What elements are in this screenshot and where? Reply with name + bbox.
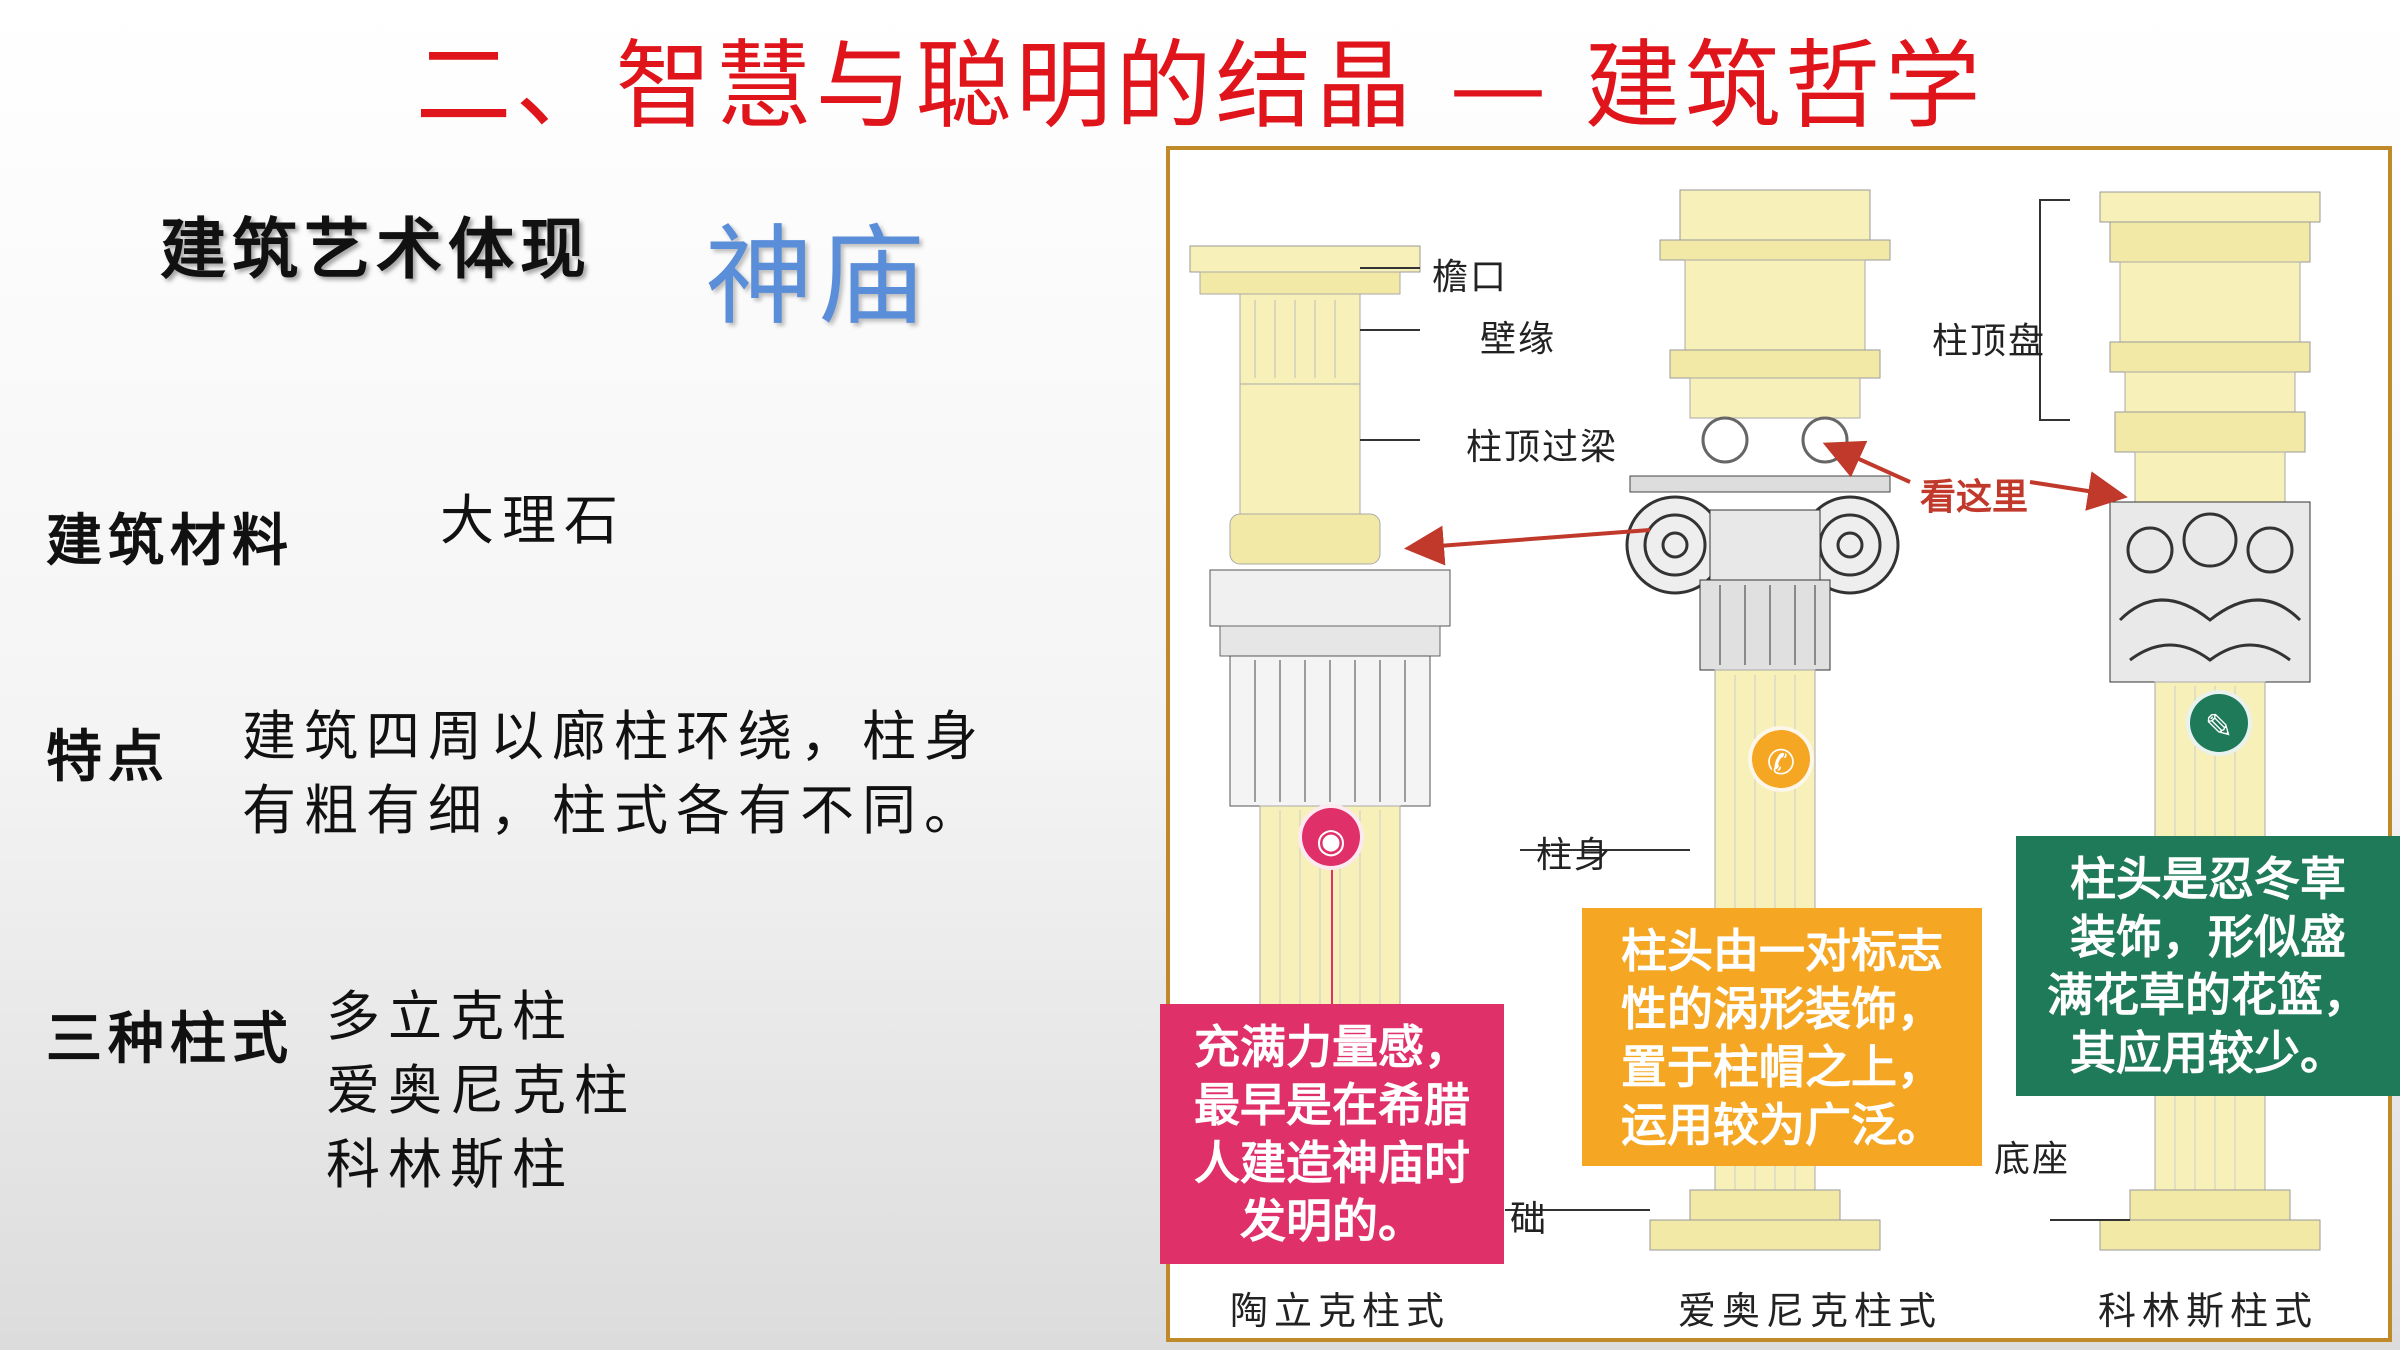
caption-corinthian: 科林斯柱式 (2098, 1289, 2319, 1333)
callout-line: 满花草的花篮， (2047, 968, 2369, 1022)
callout-line: 其应用较少。 (2070, 1026, 2346, 1080)
callout-line: 柱头是忍冬草 (2070, 852, 2346, 906)
callout-line: 充满力量感， (1194, 1020, 1470, 1074)
tag-entablature: 柱顶盘 (1932, 321, 2047, 362)
eye-icon[interactable]: ◉ (1298, 804, 1364, 870)
ionic-callout: 柱头由一对标志 性的涡形装饰， 置于柱帽之上， 运用较为广泛。 (1582, 908, 1982, 1166)
megaphone-icon[interactable]: ✆ (1748, 726, 1814, 792)
tag-foundation: 础 (1510, 1199, 1549, 1240)
temple-word: 神庙 (705, 215, 930, 340)
tag-cornice: 檐口 (1432, 257, 1509, 298)
material-value: 大理石 (440, 489, 626, 552)
order-item: 多立克柱 (326, 985, 574, 1048)
callout-line: 装饰，形似盛 (2070, 910, 2346, 964)
callout-line: 人建造神庙时 (1194, 1136, 1470, 1190)
corinthian-callout: 柱头是忍冬草 装饰，形似盛 满花草的花篮， 其应用较少。 (2016, 836, 2400, 1096)
paperclip-icon[interactable]: ✎ (2186, 690, 2252, 756)
orders-value: 多立克柱 爱奥尼克柱 科林斯柱 (326, 980, 636, 1202)
doric-callout: 充满力量感， 最早是在希腊 人建造神庙时 发明的。 (1160, 1004, 1504, 1264)
callout-line: 性的涡形装饰， (1621, 982, 1943, 1036)
material-label: 建筑材料 (46, 508, 294, 574)
feature-line: 建筑四周以廊柱环绕，柱身 (242, 705, 986, 768)
callout-line: 柱头由一对标志 (1621, 924, 1943, 978)
tag-shaft: 柱身 (1536, 835, 1613, 876)
feature-value: 建筑四周以廊柱环绕，柱身 有粗有细，柱式各有不同。 (242, 700, 986, 848)
callout-line: 最早是在希腊 (1194, 1078, 1470, 1132)
callout-line: 运用较为广泛。 (1621, 1098, 1943, 1152)
feature-label: 特点 (46, 724, 170, 790)
caption-ionic: 爱奥尼克柱式 (1678, 1289, 1943, 1333)
order-item: 科林斯柱 (326, 1133, 574, 1196)
tag-architrave: 柱顶过梁 (1466, 427, 1619, 468)
callout-line: 置于柱帽之上， (1621, 1040, 1943, 1094)
feature-line: 有粗有细，柱式各有不同。 (242, 779, 986, 842)
order-item: 爱奥尼克柱 (326, 1059, 636, 1122)
orders-label: 三种柱式 (46, 1006, 294, 1072)
look-here-label: 看这里 (1920, 476, 2029, 518)
subtitle: 建筑艺术体现 (160, 210, 592, 288)
column-orders-illustration (1189, 189, 2321, 1251)
callout-line: 发明的。 (1240, 1194, 1424, 1248)
tag-frieze: 壁缘 (1480, 319, 1557, 360)
slide-title: 二、智慧与聪明的结晶 — 建筑哲学 (415, 30, 1985, 142)
tag-pedestal: 底座 (1994, 1139, 2071, 1180)
caption-doric: 陶立克柱式 (1230, 1289, 1451, 1333)
